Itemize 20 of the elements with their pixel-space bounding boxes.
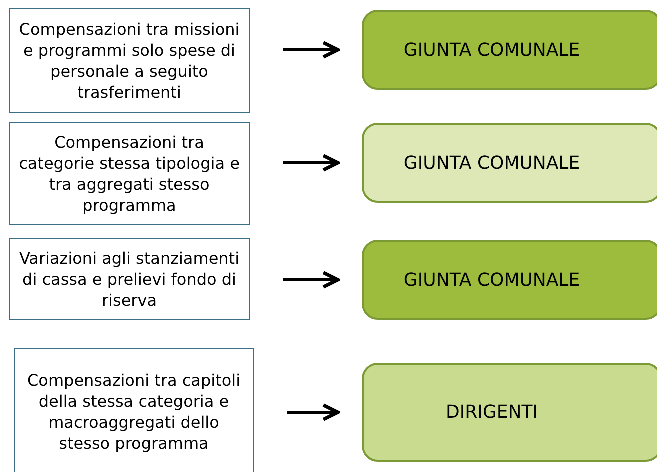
box-text: DIRIGENTI bbox=[446, 401, 538, 425]
authority-box bbox=[362, 123, 657, 203]
box-text: Variazioni agli stanziamenti di cassa e prelievi fondo di riserva bbox=[18, 248, 241, 310]
arrow bbox=[283, 41, 340, 59]
description-box bbox=[9, 8, 250, 113]
authority-box bbox=[362, 240, 657, 320]
box-text: GIUNTA COMUNALE bbox=[404, 152, 580, 176]
description-box bbox=[9, 122, 250, 225]
arrow bbox=[283, 154, 340, 172]
description-box bbox=[14, 348, 254, 472]
box-text: GIUNTA COMUNALE bbox=[404, 38, 580, 62]
box-text: Compensazioni tra capitoli della stessa categoria e macroaggregati dello stesso programma bbox=[26, 370, 242, 454]
authority-box bbox=[362, 363, 657, 462]
box-text: Compensazioni tra missioni e programmi solo spese di personale a seguito trasferimenti bbox=[18, 18, 241, 102]
box-text: GIUNTA COMUNALE bbox=[404, 268, 580, 292]
description-box bbox=[9, 238, 250, 320]
arrow bbox=[283, 271, 340, 289]
arrow bbox=[287, 404, 340, 422]
authority-box bbox=[362, 10, 657, 90]
box-text: Compensazioni tra categorie stessa tipologia e tra aggregati stesso programma bbox=[18, 132, 241, 216]
